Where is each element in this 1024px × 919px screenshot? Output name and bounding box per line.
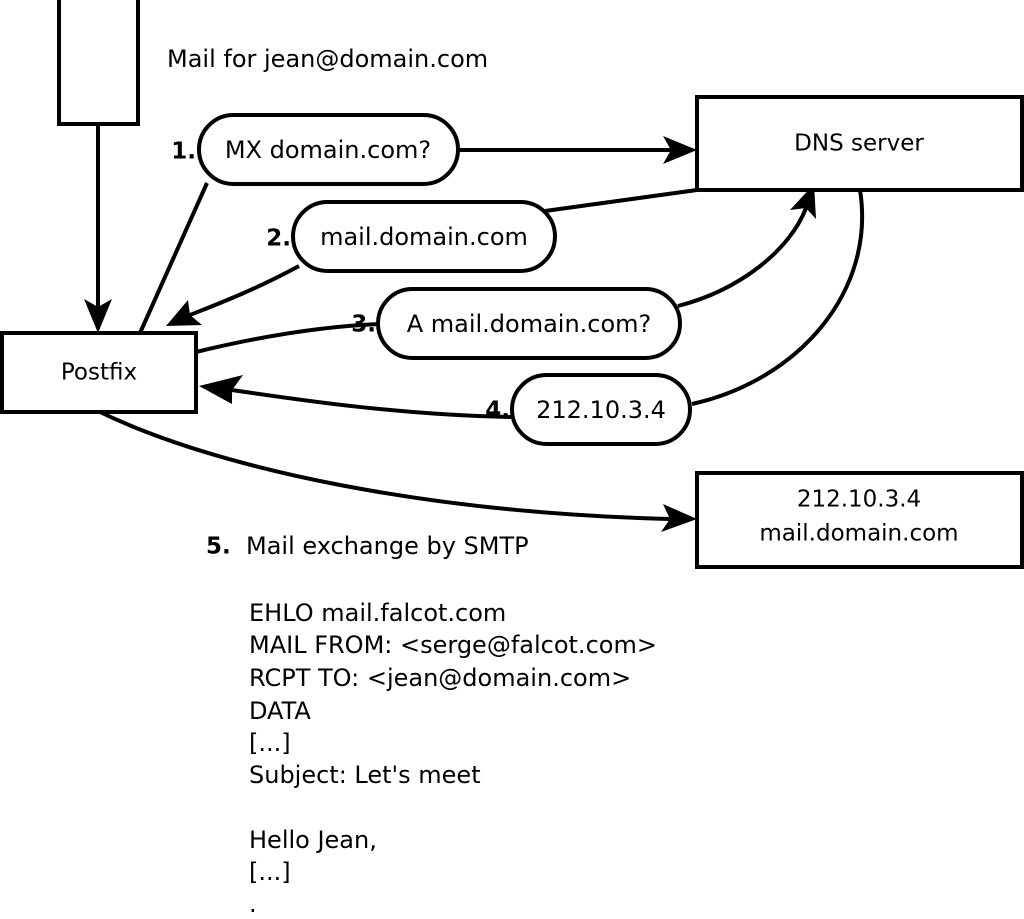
client-box (57, 0, 140, 126)
transcript-line: DATA (249, 697, 311, 725)
step-4-a-answer: 212.10.3.4 4. (485, 373, 692, 446)
step-3-label: A mail.domain.com? (407, 310, 652, 338)
step-5-label: Mail exchange by SMTP (246, 532, 529, 560)
step-1-label: MX domain.com? (225, 136, 431, 164)
dns-server-label: DNS server (794, 131, 924, 157)
transcript-line: [...] (249, 729, 291, 757)
target-mailserver-box: 212.10.3.4 mail.domain.com (695, 471, 1024, 569)
step-1-mx-query: MX domain.com? 1. (171, 113, 460, 186)
transcript-line: Subject: Let's meet (249, 761, 481, 789)
step-4-label: 212.10.3.4 (536, 396, 666, 424)
edge-client-to-postfix (84, 124, 112, 333)
dns-server-box: DNS server (695, 95, 1024, 192)
step-1-number: 1. (171, 139, 196, 165)
edge-step3-to-dns (677, 184, 816, 308)
edge-step2-to-postfix (166, 264, 300, 326)
edge-step1-to-dns (458, 136, 697, 164)
smtp-transcript: EHLO mail.falcot.com MAIL FROM: <serge@f… (249, 599, 657, 918)
step-2-label: mail.domain.com (320, 223, 528, 251)
step-4-number: 4. (485, 398, 510, 424)
edge-postfix-to-step3 (195, 322, 381, 354)
mail-for-note: Mail for jean@domain.com (167, 45, 488, 73)
step-3-number: 3. (351, 312, 376, 338)
edge-step4-to-postfix (199, 375, 513, 419)
transcript-line: Hello Jean, (249, 826, 377, 854)
edge-postfix-to-target (99, 410, 697, 532)
edge-postfix-to-step1 (138, 182, 209, 334)
edge-dns-to-step4 (691, 189, 865, 406)
target-host-label: mail.domain.com (759, 521, 958, 547)
transcript-line: EHLO mail.falcot.com (249, 599, 506, 627)
postfix-box: Postfix (0, 331, 198, 414)
transcript-line: RCPT TO: <jean@domain.com> (249, 664, 631, 692)
transcript-line: MAIL FROM: <serge@falcot.com> (249, 631, 657, 659)
step-2-mx-answer: mail.domain.com 2. (266, 200, 557, 273)
transcript-line: . (249, 890, 257, 918)
edge-dns-to-step2 (544, 188, 698, 213)
transcript-line: [...] (249, 858, 291, 886)
step-2-number: 2. (266, 226, 291, 252)
postfix-label: Postfix (61, 360, 137, 386)
target-ip-label: 212.10.3.4 (797, 487, 921, 513)
step-5-number: 5. (206, 534, 231, 560)
step-3-a-query: A mail.domain.com? 3. (351, 287, 682, 360)
